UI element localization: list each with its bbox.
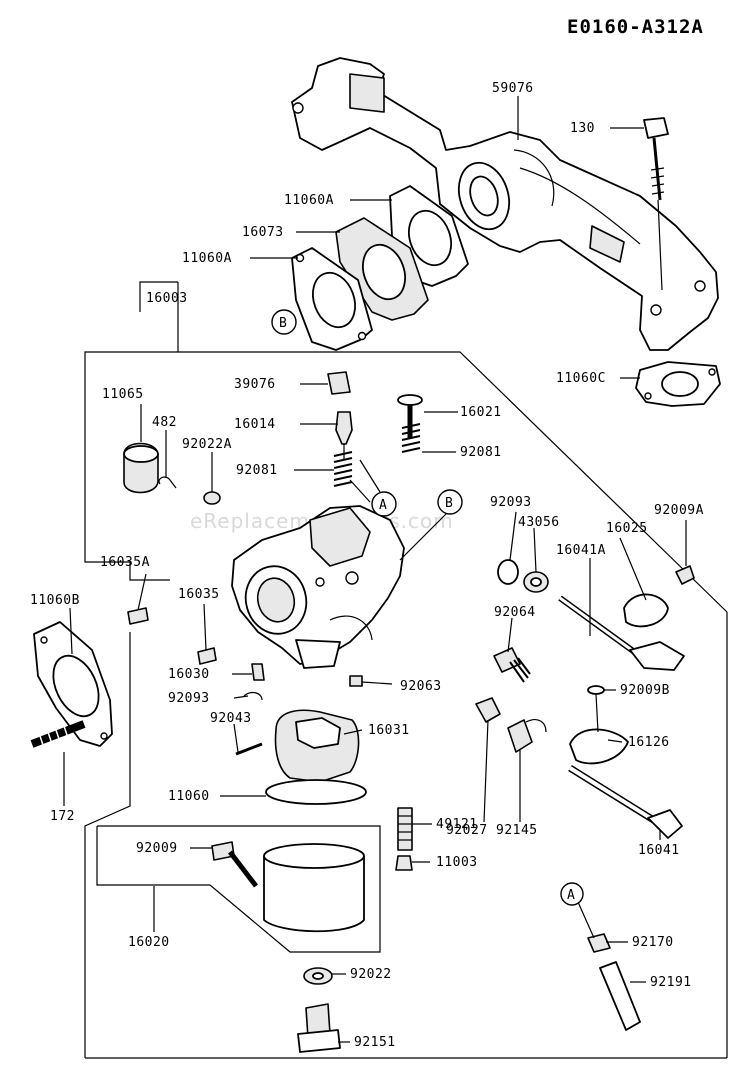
part-16031 — [274, 709, 360, 783]
label-11060B: 11060B — [30, 593, 80, 608]
label-92081-1: 92081 — [236, 463, 278, 478]
main-jet-parts — [395, 807, 413, 871]
label-11060C: 11060C — [556, 371, 606, 386]
label-92151: 92151 — [354, 1035, 396, 1050]
label-92191: 92191 — [650, 975, 692, 990]
choke-link-parts — [587, 933, 641, 1031]
kit-16020-contents — [211, 841, 365, 933]
label-92064: 92064 — [494, 605, 536, 620]
label-11003: 11003 — [436, 855, 478, 870]
label-16014: 16014 — [234, 417, 276, 432]
label-92033: 92093 — [168, 691, 210, 706]
ref-b-carb — [437, 489, 463, 515]
part-16014 — [335, 411, 353, 460]
svg-text:A: A — [567, 888, 575, 903]
label-482: 482 — [152, 415, 177, 430]
part-39076 — [327, 371, 351, 395]
part-16025 — [623, 593, 669, 628]
ref-a-link — [560, 882, 584, 906]
label-92093-1: 92093 — [490, 495, 532, 510]
label-16126: 16126 — [628, 735, 670, 750]
label-92009: 92009 — [136, 841, 178, 856]
springs-92081 — [333, 423, 421, 487]
label-92022: 92022 — [350, 967, 392, 982]
part-labels: 59076 130 11060A 16073 11060A 16003 1106… — [30, 81, 704, 1050]
carburetor-body — [231, 505, 405, 669]
label-16030: 16030 — [168, 667, 210, 682]
part-11065 — [123, 442, 159, 494]
label-16031: 16031 — [368, 723, 410, 738]
part-92063 — [349, 675, 363, 687]
reference-markers: B A B A — [271, 309, 584, 906]
label-39076: 39076 — [234, 377, 276, 392]
part-92093-upper — [497, 559, 519, 585]
label-92043: 92043 — [210, 711, 252, 726]
label-49121: 49121 — [436, 817, 478, 832]
label-92027: 92027 — [446, 823, 488, 838]
small-parts-left — [127, 607, 265, 701]
label-16041: 16041 — [638, 843, 680, 858]
bowl-bolt-parts — [297, 967, 341, 1053]
label-11065: 11065 — [102, 387, 144, 402]
label-16035A: 16035A — [100, 555, 150, 570]
part-11060B — [33, 621, 113, 747]
label-11060A-1: 11060A — [284, 193, 334, 208]
gaskets-spacer — [291, 185, 469, 351]
label-16073: 16073 — [242, 225, 284, 240]
leader-lines — [63, 96, 687, 1043]
part-92043 — [235, 742, 263, 756]
label-59076: 59076 — [492, 81, 534, 96]
throttle-parts — [475, 685, 683, 839]
part-92064 — [493, 647, 531, 683]
bolt-130 — [643, 117, 669, 291]
label-16021: 16021 — [460, 405, 502, 420]
label-43056: 43056 — [518, 515, 560, 530]
label-16035: 16035 — [178, 587, 220, 602]
label-92022A: 92022A — [182, 437, 232, 452]
diagram-title: E0160-A312A — [567, 16, 704, 38]
part-43056 — [523, 571, 549, 593]
label-11060A-2: 11060A — [182, 251, 232, 266]
label-16020: 16020 — [128, 935, 170, 950]
label-92063: 92063 — [400, 679, 442, 694]
intake-manifold — [291, 57, 719, 351]
svg-text:B: B — [279, 316, 287, 331]
label-130: 130 — [570, 121, 595, 136]
part-11060 — [265, 779, 367, 805]
label-16041A: 16041A — [556, 543, 606, 558]
label-172: 172 — [50, 809, 75, 824]
label-92009A: 92009A — [654, 503, 704, 518]
ref-b-manifold — [271, 309, 297, 335]
label-92081-2: 92081 — [460, 445, 502, 460]
part-172 — [30, 720, 86, 749]
label-92009B: 92009B — [620, 683, 670, 698]
assembly-frame-lines — [84, 281, 728, 1059]
label-92145: 92145 — [496, 823, 538, 838]
label-16025: 16025 — [606, 521, 648, 536]
part-482 — [158, 476, 177, 489]
gasket-11060C — [635, 361, 721, 407]
svg-text:A: A — [379, 498, 387, 513]
part-92022A — [203, 491, 221, 505]
ref-a-carb — [371, 491, 397, 517]
label-16003: 16003 — [146, 291, 188, 306]
part-92009A — [675, 565, 695, 585]
label-92170: 92170 — [632, 935, 674, 950]
svg-text:B: B — [445, 496, 453, 511]
part-16041A — [558, 595, 685, 671]
label-11060: 11060 — [168, 789, 210, 804]
